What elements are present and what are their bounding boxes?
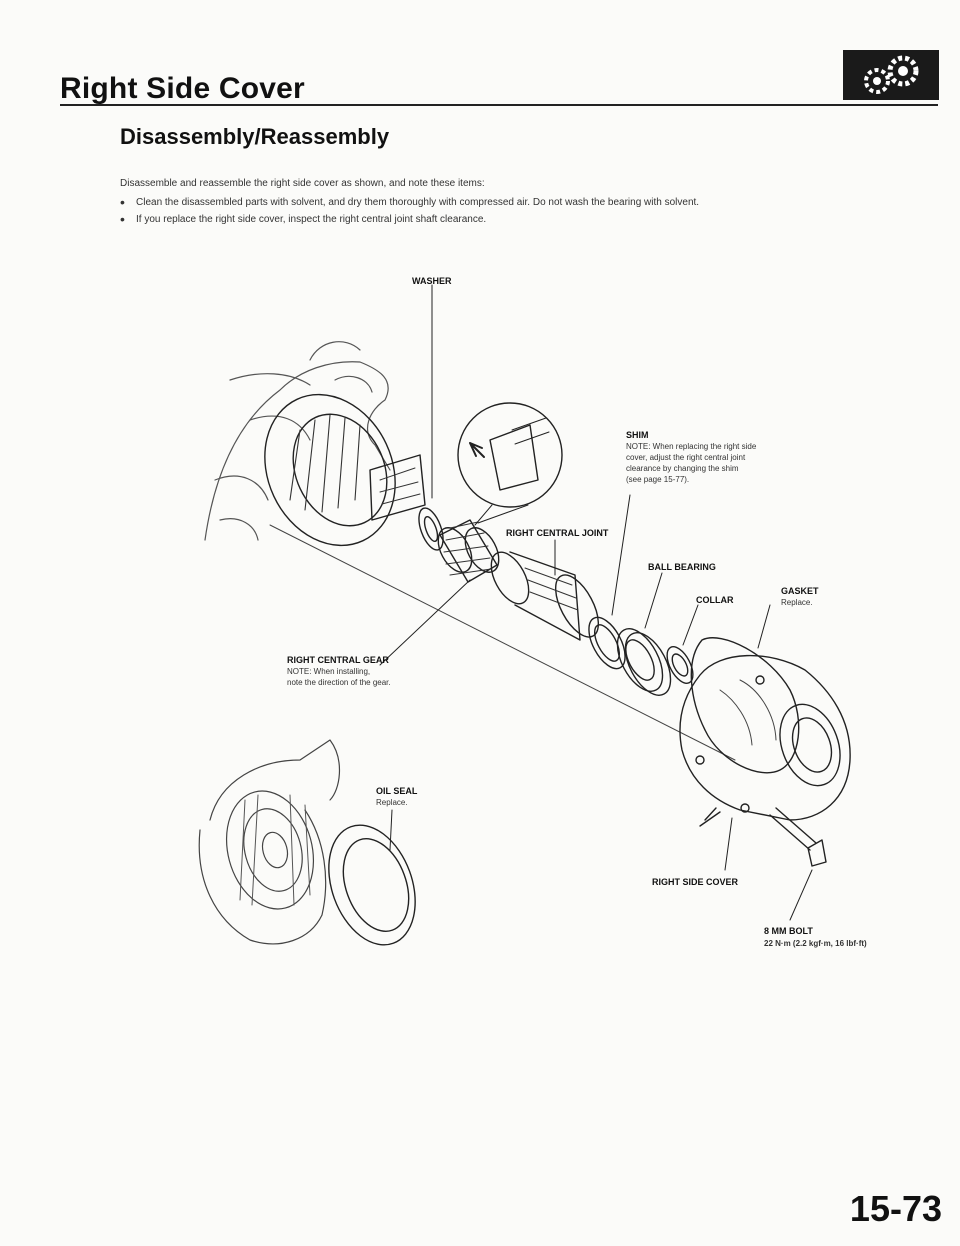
shim-label: SHIM bbox=[626, 430, 649, 440]
bolt bbox=[769, 807, 827, 867]
washer-label: WASHER bbox=[412, 276, 452, 286]
differential-carrier bbox=[264, 393, 426, 547]
bolt-label: 8 mm BOLT bbox=[764, 926, 813, 936]
title-divider bbox=[60, 104, 938, 106]
collar bbox=[666, 646, 694, 684]
right-side-cover bbox=[679, 654, 851, 827]
note-item: If you replace the right side cover, ins… bbox=[118, 211, 918, 228]
right-central-joint bbox=[490, 551, 600, 641]
note-list: Clean the disassembled parts with solven… bbox=[118, 194, 918, 228]
gear-note: NOTE: When installing, note the directio… bbox=[287, 667, 391, 687]
ball-bearing bbox=[616, 628, 672, 696]
oil-seal bbox=[328, 824, 416, 946]
page-title: Right Side Cover bbox=[60, 72, 305, 105]
washer bbox=[418, 507, 444, 551]
gears-icon bbox=[843, 50, 939, 100]
note-item: Clean the disassembled parts with solven… bbox=[118, 194, 918, 211]
oil-seal-label: OIL SEAL bbox=[376, 786, 418, 796]
ball-bearing-label: BALL BEARING bbox=[648, 562, 716, 572]
gasket-label: GASKET bbox=[781, 586, 819, 596]
right-side-cover-label: RIGHT SIDE COVER bbox=[652, 877, 739, 887]
gear-direction-detail bbox=[457, 402, 563, 526]
collar-label: COLLAR bbox=[696, 595, 734, 605]
intro-text: Disassemble and reassemble the right sid… bbox=[120, 178, 485, 189]
right-central-gear-label: RIGHT CENTRAL GEAR bbox=[287, 655, 389, 665]
gasket bbox=[690, 637, 800, 774]
right-central-gear bbox=[437, 519, 500, 583]
bolt-torque: 22 N·m (2.2 kgf·m, 16 lbf·ft) bbox=[764, 939, 867, 948]
right-central-joint-label: RIGHT CENTRAL JOINT bbox=[506, 528, 609, 538]
page-number: 15-73 bbox=[849, 1188, 942, 1229]
shim bbox=[588, 616, 626, 670]
transmission-housing-lower bbox=[198, 739, 341, 945]
shim-note: NOTE: When replacing the right side cove… bbox=[626, 442, 757, 484]
gasket-note: Replace. bbox=[781, 598, 813, 607]
transmission-case bbox=[204, 341, 391, 541]
section-title: Disassembly/Reassembly bbox=[120, 124, 390, 149]
oil-seal-note: Replace. bbox=[376, 798, 408, 807]
